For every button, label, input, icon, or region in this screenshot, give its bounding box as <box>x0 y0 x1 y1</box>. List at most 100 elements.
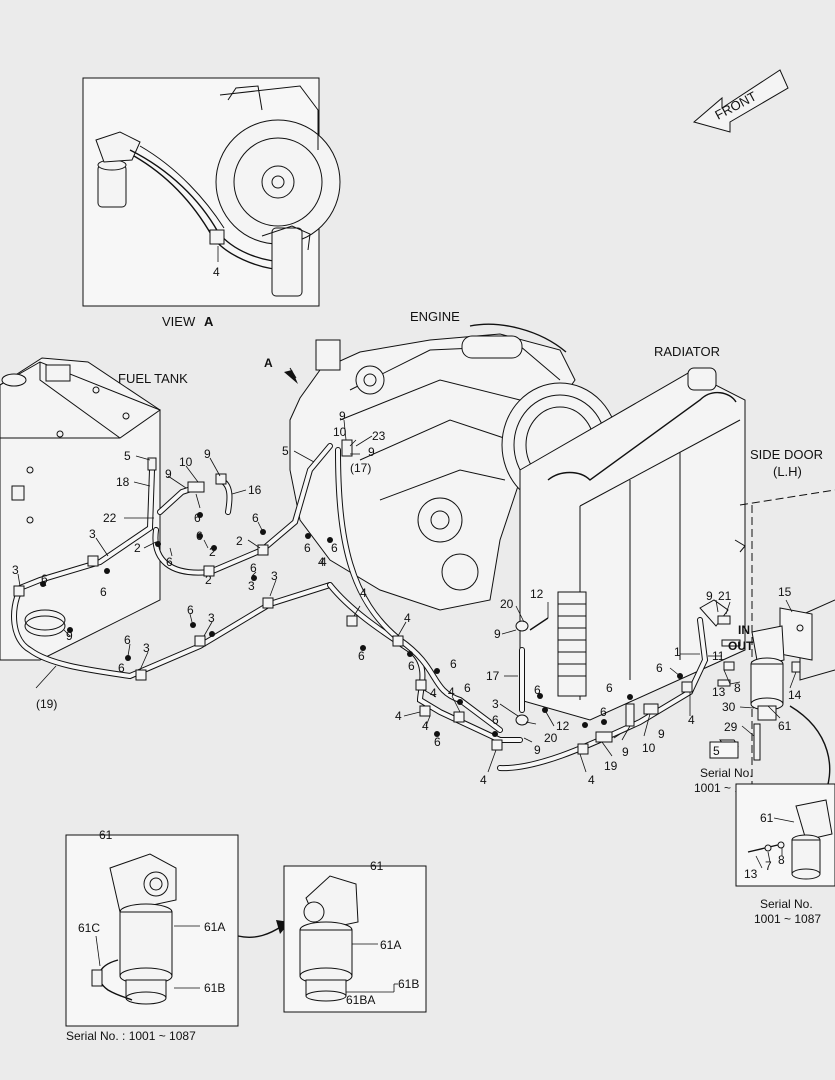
view-a-arrow-letter: A <box>264 356 273 370</box>
side-door-label: SIDE DOOR <box>750 447 823 462</box>
callout-3: 3 <box>208 611 215 625</box>
callout-2: 2 <box>236 534 243 548</box>
callout-61ba: 61BA <box>346 993 375 1007</box>
callout-19: 19 <box>604 759 618 773</box>
callout-6: 6 <box>492 713 499 727</box>
callout-9: 9 <box>204 447 211 461</box>
callout-13: 13 <box>712 685 726 699</box>
serial-bottom-label: Serial No. : 1001 ~ 1087 <box>66 1029 196 1043</box>
callout-8: 8 <box>734 681 741 695</box>
callout-9: 9 <box>622 745 629 759</box>
callout-10: 10 <box>642 741 656 755</box>
callout-4: 4 <box>422 719 429 733</box>
callout-21: 21 <box>718 589 732 603</box>
callout-9: 9 <box>368 445 375 459</box>
callout-61: 61 <box>778 719 792 733</box>
callout-4: 4 <box>395 709 402 723</box>
fuel-hoses <box>11 443 709 772</box>
callout-3: 3 <box>89 527 96 541</box>
callout-3: 3 <box>248 579 255 593</box>
callout-61a: 61A <box>380 938 401 952</box>
callout-10: 10 <box>179 455 193 469</box>
callout-61b: 61B <box>398 977 419 991</box>
serial-1145-line1: Serial No. <box>700 766 753 780</box>
detail-box-61-right <box>283 865 427 1013</box>
callout-29: 29 <box>724 720 738 734</box>
callout-6: 6 <box>100 585 107 599</box>
callout-2: 2 <box>209 545 216 559</box>
callout-6: 6 <box>118 661 125 675</box>
callout-20: 20 <box>500 597 514 611</box>
callout-9: 9 <box>165 467 172 481</box>
callout-6: 6 <box>252 511 259 525</box>
radiator <box>519 367 746 721</box>
callout-11: 11 <box>712 649 725 663</box>
side-door-lh-label: (L.H) <box>773 464 802 479</box>
view-a-inset: 4 <box>82 77 341 307</box>
callout-18: 18 <box>116 475 130 489</box>
callout-6: 6 <box>41 572 48 586</box>
fuel-tank <box>0 357 162 661</box>
callout-6: 6 <box>196 529 203 543</box>
callout-3: 3 <box>143 641 150 655</box>
callout-61: 61 <box>760 811 774 825</box>
callout-4: 4 <box>320 555 327 569</box>
callout-6: 6 <box>304 541 311 555</box>
fuel-tank-label: FUEL TANK <box>118 371 188 386</box>
callout-4: 4 <box>588 773 595 787</box>
callout-4: 4 <box>404 611 411 625</box>
callout-6: 6 <box>124 633 131 647</box>
callout-5: 5 <box>282 444 289 458</box>
callout-19-ref: (19) <box>36 697 57 711</box>
callout-9: 9 <box>534 743 541 757</box>
callout-16: 16 <box>248 483 262 497</box>
callout-6: 6 <box>194 511 201 525</box>
callout-10: 10 <box>333 425 347 439</box>
callout-6: 6 <box>656 661 663 675</box>
radiator-label: RADIATOR <box>654 344 720 359</box>
callout-9: 9 <box>658 727 665 741</box>
callout-2: 2 <box>205 573 212 587</box>
callout-9: 9 <box>706 589 713 603</box>
callout-6: 6 <box>331 541 338 555</box>
callout-6: 6 <box>450 657 457 671</box>
front-arrow: FRONT <box>692 69 789 133</box>
callout-9: 9 <box>339 409 346 423</box>
callout-labels: 5 18 22 3 3 6 6 9 (19) 9 10 9 16 6 2 6 6… <box>12 409 802 1007</box>
fuel-filter-assembly <box>699 599 813 761</box>
callout-7: 7 <box>765 859 772 873</box>
callout-61a: 61A <box>204 920 225 934</box>
callout-3: 3 <box>492 697 499 711</box>
callout-20: 20 <box>544 731 558 745</box>
callout-5-boxed: 5 <box>713 744 720 758</box>
serial-1087-line1: Serial No. <box>760 897 813 911</box>
callout-61c: 61C <box>78 921 100 935</box>
box2-title-61: 61 <box>370 859 384 873</box>
callout-17: 17 <box>486 669 500 683</box>
callout-8: 8 <box>778 853 785 867</box>
callout-14: 14 <box>788 688 802 702</box>
callout-6: 6 <box>358 649 365 663</box>
out-label: OUT <box>728 639 754 653</box>
callout-5: 5 <box>124 449 131 463</box>
callout-12: 12 <box>556 719 570 733</box>
callout-6: 6 <box>606 681 613 695</box>
callout-9: 9 <box>494 627 501 641</box>
callout-4: 4 <box>688 713 695 727</box>
callout-4: 4 <box>318 555 325 569</box>
callout-3: 3 <box>271 569 278 583</box>
callout-15: 15 <box>778 585 792 599</box>
detail-box-61-left <box>65 834 239 1027</box>
callout-6: 6 <box>534 683 541 697</box>
callout-1: 1 <box>674 645 681 659</box>
callout-9: 9 <box>66 629 73 643</box>
box1-title-61: 61 <box>99 828 113 842</box>
callout-3: 3 <box>12 563 19 577</box>
callout-6: 6 <box>166 555 173 569</box>
callout-61b: 61B <box>204 981 225 995</box>
view-a-title: VIEW <box>162 314 196 329</box>
detail-box-right <box>735 783 835 887</box>
callout-6: 6 <box>600 705 607 719</box>
in-label: IN <box>738 623 750 637</box>
